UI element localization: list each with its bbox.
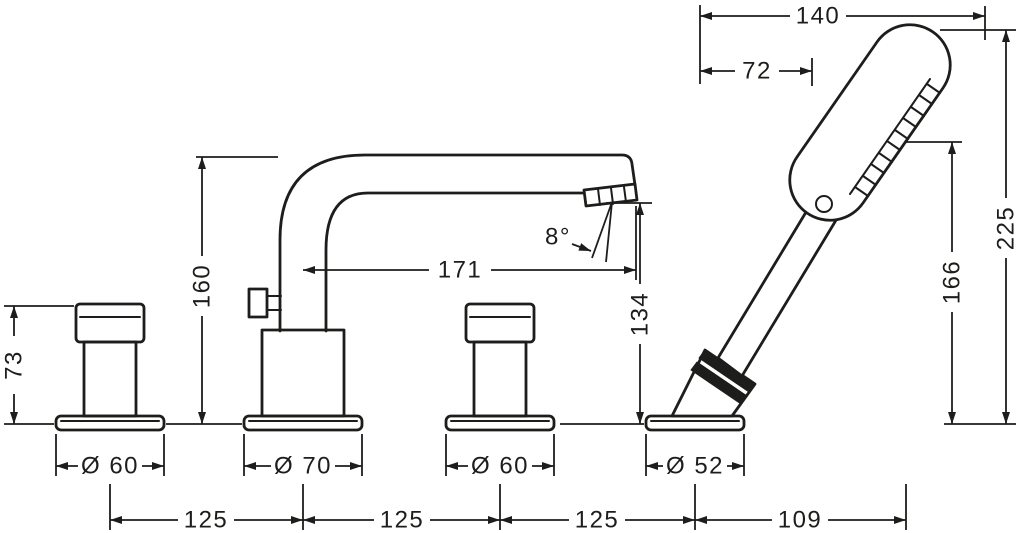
dim-225: 225	[940, 29, 1020, 425]
dim-166: 166	[906, 141, 966, 424]
dim-160: 160	[166, 156, 278, 425]
holder-band-1	[698, 349, 756, 393]
dim-166-label: 166	[939, 260, 966, 305]
dim-72: 72	[700, 57, 813, 86]
holder-band-2	[690, 361, 748, 405]
angle-slant-line	[591, 201, 613, 259]
spout	[242, 153, 639, 432]
chain-109-label: 109	[778, 507, 823, 533]
dim-angle-8: 8°	[545, 201, 613, 263]
dim-dia60-left: Ø 60	[55, 434, 165, 480]
right-handle-grip	[464, 302, 536, 344]
angle-ref-line	[605, 201, 613, 263]
right-handle	[444, 302, 556, 432]
aerator-hatch	[597, 186, 627, 206]
angle-leader	[571, 243, 592, 252]
right-handle-body	[472, 340, 528, 418]
dim-160-label: 160	[189, 264, 216, 309]
left-handle-base	[54, 414, 166, 432]
dia60r-label: Ø 60	[471, 453, 529, 480]
dim-171-label: 171	[438, 257, 483, 284]
dim-73: 73	[0, 305, 74, 425]
spray-face-hatch	[854, 83, 941, 197]
dim-134-label: 134	[627, 292, 654, 337]
spout-base	[242, 414, 364, 432]
shower-face-line	[849, 78, 931, 195]
spout-inner-outline	[324, 191, 587, 333]
dim-171: 171	[303, 206, 637, 284]
dim-angle-label: 8°	[545, 224, 571, 251]
hand-shower	[644, 23, 952, 432]
dim-225-label: 225	[993, 206, 1020, 251]
shower-head	[788, 23, 952, 222]
dia60l-label: Ø 60	[81, 453, 139, 480]
shower-base	[644, 414, 746, 432]
chain-125-2-label: 125	[380, 507, 425, 533]
dia52-label: Ø 52	[666, 453, 724, 480]
diverter-knob	[247, 287, 269, 319]
right-handle-base	[444, 414, 556, 432]
dim-72-label: 72	[742, 58, 772, 85]
left-handle	[54, 302, 166, 432]
dim-73-label: 73	[1, 350, 28, 380]
spout-body	[260, 328, 346, 418]
dim-dia52: Ø 52	[645, 434, 745, 480]
dim-dia60-right: Ø 60	[445, 434, 555, 480]
left-handle-grip	[74, 302, 146, 344]
dim-134: 134	[560, 202, 654, 425]
dim-140: 140	[699, 2, 986, 84]
left-handle-body	[82, 340, 138, 418]
logo-mark-icon	[815, 195, 833, 213]
chain-125-1-label: 125	[184, 507, 229, 533]
dim-spacing-chain: 125 125 125 109	[109, 484, 907, 533]
chain-125-3-label: 125	[575, 507, 620, 533]
dim-dia70: Ø 70	[243, 434, 363, 480]
dia70-label: Ø 70	[274, 453, 332, 480]
dim-140-label: 140	[796, 3, 841, 30]
spout-outline	[278, 153, 637, 333]
